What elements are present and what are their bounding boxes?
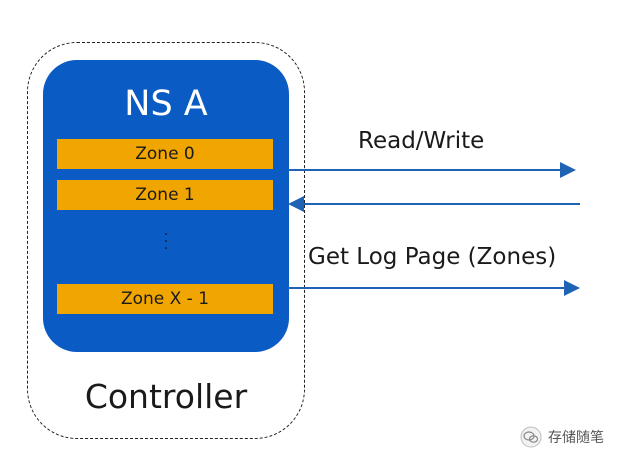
zone-1: Zone 1 <box>57 180 273 210</box>
zone-x-minus-1: Zone X - 1 <box>57 284 273 314</box>
zone-0: Zone 0 <box>57 139 273 169</box>
get-log-page-arrowhead <box>564 280 580 296</box>
zones-ellipsis: ··· <box>163 227 169 257</box>
read-write-out-arrowhead <box>560 162 576 178</box>
controller-boundary <box>27 42 305 439</box>
watermark-text: 存储随笔 <box>548 430 604 446</box>
namespace-title: NS A <box>124 84 208 124</box>
controller-label: Controller <box>84 377 248 416</box>
wechat-icon <box>520 426 542 448</box>
watermark: 存储随笔 <box>520 426 604 448</box>
get-log-page-label: Get Log Page (Zones) <box>308 244 557 270</box>
read-write-label: Read/Write <box>358 128 485 154</box>
read-write-in-arrowhead <box>288 196 304 212</box>
